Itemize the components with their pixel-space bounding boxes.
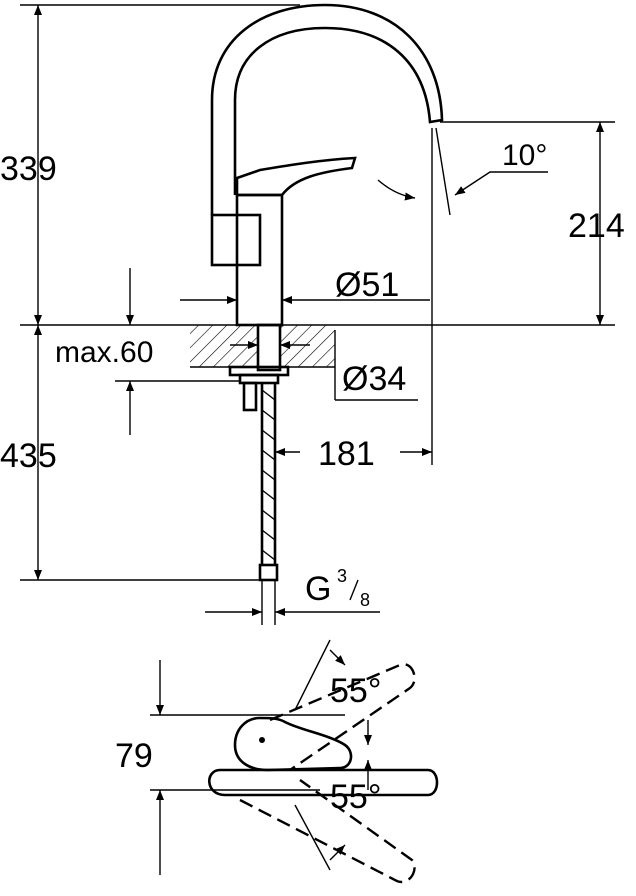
- extension-lines: [20, 4, 615, 581]
- faucet-top-view: 79 55° 55°: [115, 639, 439, 884]
- label-d51: Ø51: [335, 266, 399, 304]
- label-214: 214: [568, 207, 625, 245]
- dim-connection: G 3 8: [205, 566, 380, 616]
- dim-214: 214: [568, 122, 625, 325]
- label-g-den: 8: [360, 590, 370, 610]
- label-55-front: 55°: [330, 778, 381, 816]
- label-g: G: [305, 570, 331, 608]
- label-10-degree: 10°: [502, 139, 547, 172]
- label-g-num: 3: [337, 566, 347, 586]
- label-435: 435: [0, 437, 57, 475]
- label-79: 79: [115, 737, 153, 775]
- faucet-side-view: [210, 3, 444, 327]
- label-181: 181: [318, 435, 375, 473]
- dim-435: 435: [0, 325, 57, 580]
- dim-d51: Ø51: [180, 266, 430, 304]
- dim-d34: Ø34: [230, 330, 418, 401]
- dim-339: 339: [0, 5, 57, 325]
- label-d34: Ø34: [342, 360, 406, 398]
- countertop-section: [190, 323, 335, 625]
- dim-181: 181: [275, 435, 432, 473]
- dim-max60: max.60: [55, 268, 240, 435]
- label-55-back: 55°: [330, 672, 381, 710]
- dim-10-degree: 10°: [377, 127, 548, 216]
- label-339: 339: [0, 150, 57, 188]
- label-max60: max.60: [55, 336, 153, 369]
